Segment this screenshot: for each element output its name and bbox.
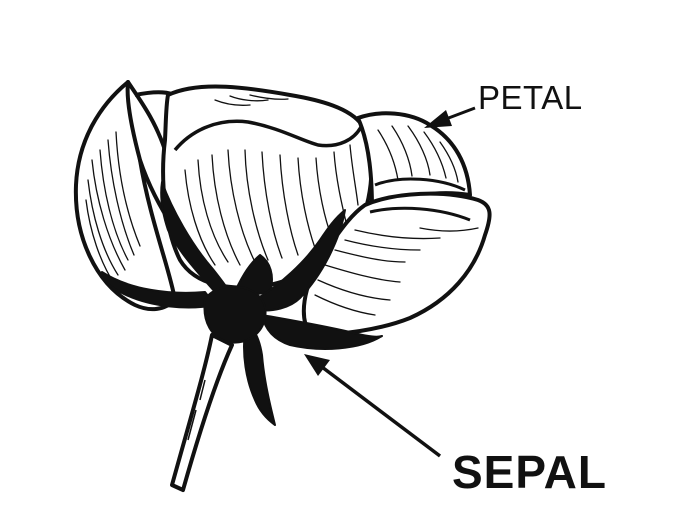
sepal-label: SEPAL bbox=[452, 446, 607, 498]
petal-label: PETAL bbox=[478, 79, 583, 116]
sepal-arrow bbox=[304, 354, 442, 458]
sepal-left bbox=[100, 271, 216, 309]
petal-arrow bbox=[424, 106, 476, 128]
sepal-right-lower bbox=[261, 314, 383, 350]
sepals bbox=[100, 181, 383, 426]
sepal-right-upper bbox=[254, 209, 346, 312]
receptacle bbox=[203, 285, 267, 344]
petal-right-back bbox=[356, 111, 472, 212]
stem bbox=[170, 333, 234, 492]
sepal-hanging bbox=[243, 325, 276, 426]
